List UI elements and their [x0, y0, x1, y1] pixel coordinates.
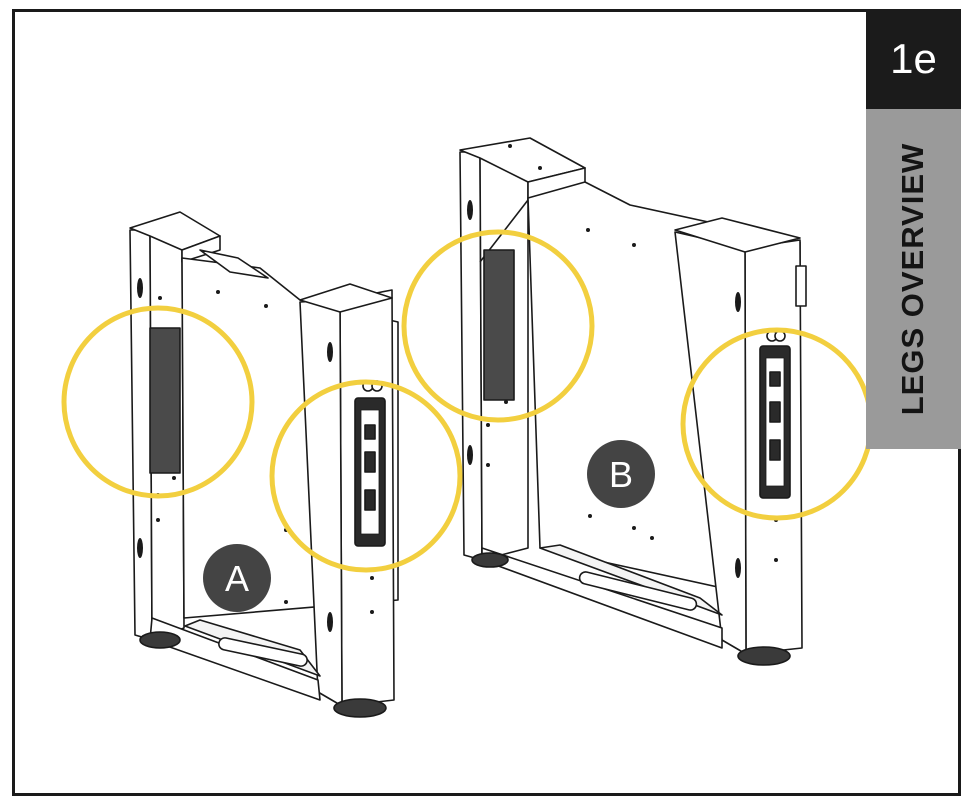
leg-a-foot-left — [139, 631, 181, 649]
section-title-tab: LEGS OVERVIEW — [866, 109, 961, 449]
leg-b-frame — [459, 137, 807, 666]
label-b-text: B — [609, 454, 633, 495]
label-badge-b: B — [587, 440, 655, 508]
step-number-tab: 1e — [866, 9, 961, 109]
step-number: 1e — [890, 35, 937, 82]
section-title: LEGS OVERVIEW — [895, 142, 930, 416]
leg-b-motor — [483, 249, 515, 401]
highlight-circle-leg-b-motor — [401, 229, 595, 423]
label-badge-a: A — [203, 544, 271, 612]
leg-b-foot-right — [737, 646, 791, 666]
highlight-circle-leg-a-panel — [269, 379, 463, 573]
leg-b-foot-left — [471, 552, 509, 568]
highlight-circle-leg-a-motor — [61, 305, 255, 499]
leg-a-frame — [129, 211, 399, 718]
leg-a-foot-right — [333, 698, 387, 718]
label-a-text: A — [225, 558, 249, 599]
leg-a-motor — [149, 327, 181, 474]
